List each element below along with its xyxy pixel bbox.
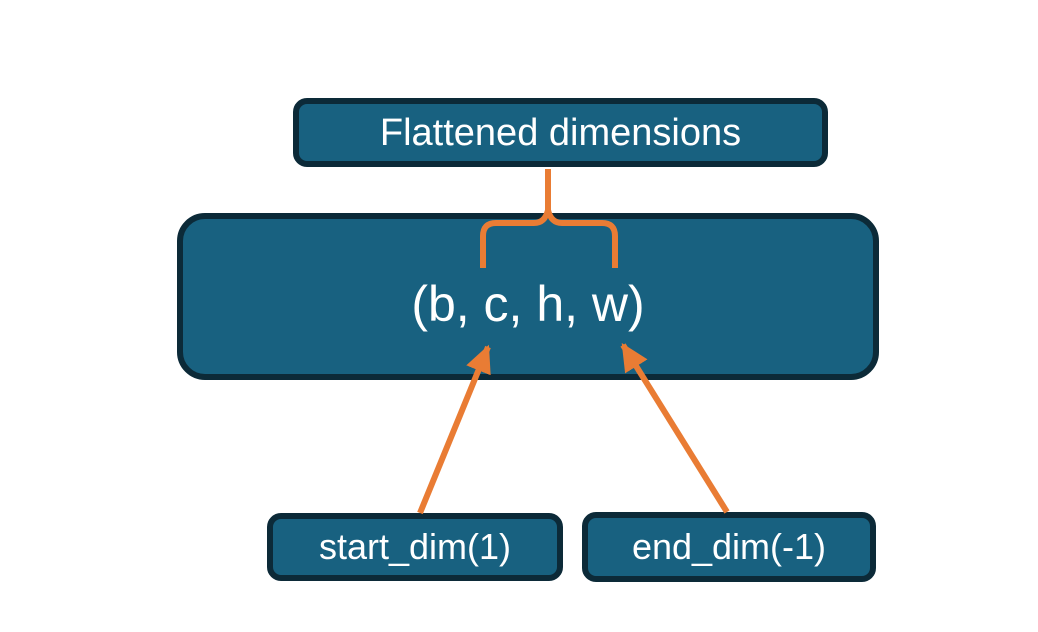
start-dim-box: start_dim(1) bbox=[267, 513, 563, 581]
end-dim-label: end_dim(-1) bbox=[631, 526, 827, 567]
start-dim-label: start_dim(1) bbox=[318, 526, 512, 567]
flattened-dimensions-label: Flattened dimensions bbox=[379, 111, 742, 154]
end-dim-box: end_dim(-1) bbox=[582, 512, 876, 582]
tensor-shape-label: (b, c, h, w) bbox=[411, 275, 645, 332]
tensor-shape-box: (b, c, h, w) bbox=[177, 213, 879, 380]
flattened-dimensions-box: Flattened dimensions bbox=[293, 98, 828, 167]
